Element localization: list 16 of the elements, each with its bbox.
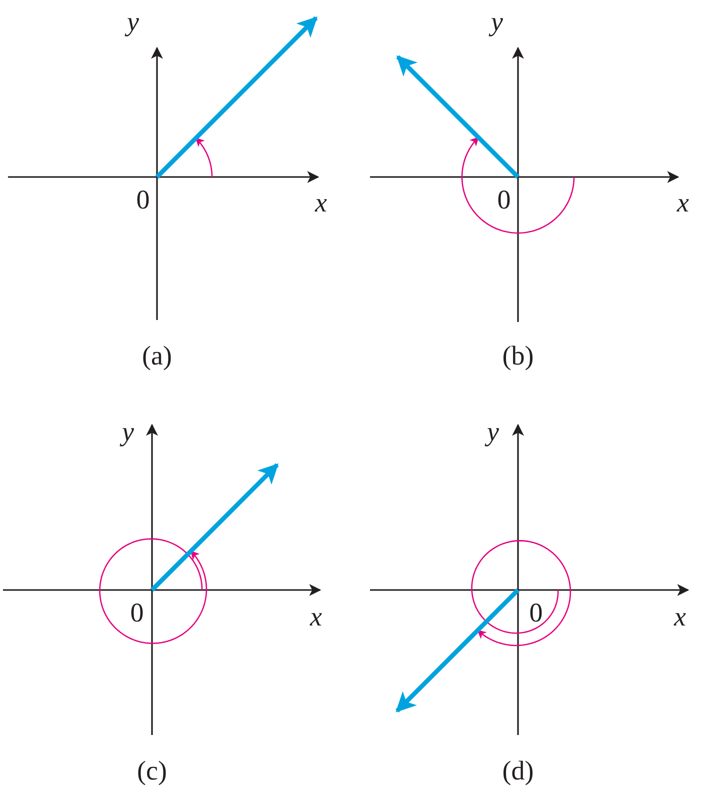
panel-label: (c) xyxy=(137,758,167,784)
panel-label: (d) xyxy=(502,758,534,784)
origin-label: 0 xyxy=(130,600,144,626)
origin-label: 0 xyxy=(529,600,543,626)
y-label: y xyxy=(122,418,134,446)
panel-label: (b) xyxy=(502,342,534,370)
y-label: y xyxy=(491,8,503,36)
x-label: x xyxy=(674,604,686,630)
origin-label: 0 xyxy=(497,186,511,214)
origin-label: 0 xyxy=(136,186,150,214)
y-label: y xyxy=(487,418,499,446)
x-label: x xyxy=(315,190,327,216)
y-label: y xyxy=(127,8,139,36)
x-label: x xyxy=(310,604,322,630)
panel-label: (a) xyxy=(142,342,172,370)
x-label: x xyxy=(677,190,689,216)
